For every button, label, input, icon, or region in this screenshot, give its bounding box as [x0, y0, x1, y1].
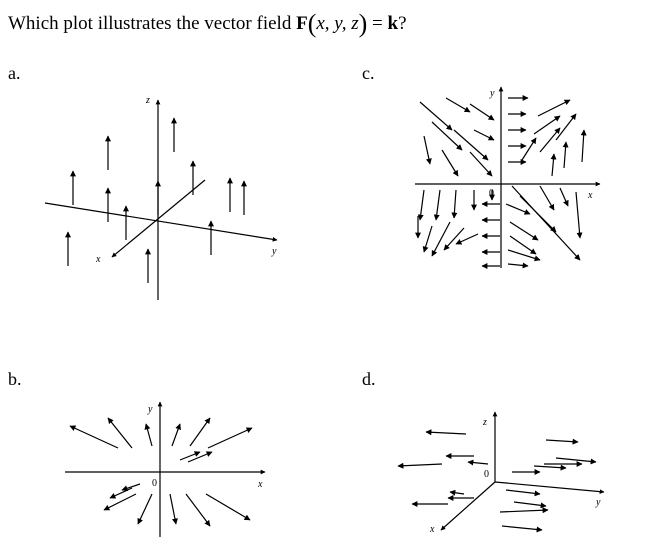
plot-a-z-label: z	[145, 95, 150, 106]
plot-b-arrow	[187, 451, 213, 463]
plot-c-arrow	[443, 227, 465, 251]
plot-a-x-label: x	[95, 254, 101, 265]
plot-c-arrow	[511, 185, 581, 261]
field-args: x, y, z	[316, 13, 359, 34]
plot-b-arrow	[137, 493, 153, 525]
plot-a-arrows	[65, 117, 247, 283]
plot-a[interactable]	[44, 99, 278, 300]
plot-b-origin-label: 0	[152, 478, 157, 489]
plot-b-arrow	[169, 493, 178, 525]
plot-b-arrow	[107, 417, 133, 449]
option-b-label[interactable]: b.	[8, 369, 22, 389]
plot-c-arrow	[539, 185, 555, 211]
plot-b-arrow	[207, 427, 253, 449]
plot-c-arrow	[509, 221, 539, 241]
plot-c-arrow	[539, 127, 561, 153]
plot-b[interactable]	[65, 401, 266, 537]
plot-b-arrow	[109, 487, 133, 499]
plot-c-arrow	[580, 129, 587, 163]
plot-b-arrow	[205, 493, 251, 521]
plot-d-y-axis	[494, 481, 605, 494]
plot-c-arrows	[415, 95, 587, 269]
plot-c-arrow	[469, 151, 493, 177]
plot-c-arrow	[469, 103, 495, 121]
plot-d-arrows	[397, 429, 597, 533]
equals-sign: =	[367, 13, 388, 34]
plot-d-arrow	[425, 429, 467, 436]
plot-c-arrow	[533, 115, 561, 135]
plot-d-x-label: x	[429, 524, 435, 535]
plot-d-arrow	[501, 525, 543, 533]
plot-c[interactable]	[415, 86, 601, 269]
plot-c-y-label: y	[489, 88, 495, 99]
plot-d-arrow	[397, 462, 443, 469]
plot-a-y-axis	[44, 202, 278, 242]
plot-c-arrow	[507, 262, 529, 269]
plot-d-z-label: z	[482, 417, 487, 428]
plot-c-arrow	[509, 235, 537, 255]
plot-c-arrow	[521, 137, 537, 161]
plot-c-arrow	[455, 233, 479, 245]
plot-c-arrow	[507, 249, 541, 262]
plot-b-x-label: x	[257, 479, 263, 490]
open-paren: (	[307, 9, 317, 38]
plot-c-arrow	[505, 203, 531, 215]
plot-b-arrow	[144, 423, 153, 447]
plot-d-x-axis	[440, 481, 496, 531]
plot-b-arrow	[179, 451, 201, 461]
plot-d-arrow	[513, 501, 547, 509]
plot-c-arrow	[419, 101, 453, 131]
plot-c-arrow	[431, 121, 463, 151]
plot-c-arrow	[433, 189, 441, 221]
plot-c-arrow	[441, 149, 459, 177]
plot-c-arrow	[473, 129, 495, 141]
option-d-label[interactable]: d.	[362, 369, 376, 389]
question-prefix: Which plot illustrates the vector field	[8, 13, 297, 34]
plot-d-arrow	[555, 457, 597, 465]
plot-c-arrow	[555, 113, 577, 141]
plot-d-arrow	[505, 489, 541, 497]
plot-c-x-label: x	[587, 190, 593, 201]
plot-c-arrow	[423, 135, 432, 165]
plot-d-arrow	[449, 489, 465, 496]
field-symbol: F	[296, 13, 308, 34]
plot-d-arrow	[533, 464, 567, 471]
plot-c-arrow	[559, 187, 569, 207]
plot-b-arrow	[121, 483, 141, 492]
plot-d-arrow	[467, 459, 489, 466]
plot-c-arrow	[550, 153, 557, 177]
plot-b-arrows	[69, 417, 253, 527]
plot-c-arrow	[422, 225, 433, 253]
plot-c-arrow	[451, 189, 458, 219]
plot-b-arrow	[189, 417, 211, 447]
plot-b-arrow	[185, 493, 211, 527]
plot-b-arrow	[69, 425, 119, 449]
plot-c-arrow	[453, 129, 489, 161]
option-c-label[interactable]: c.	[362, 63, 375, 83]
close-paren: )	[358, 9, 368, 38]
plot-b-y-label: y	[147, 404, 153, 415]
plot-c-origin-label: 0	[489, 188, 494, 199]
plot-b-arrow	[171, 423, 181, 447]
plot-a-y-label: y	[271, 246, 277, 257]
question-mark: ?	[398, 13, 407, 34]
plot-c-arrow	[445, 97, 471, 113]
plot-c-arrow	[537, 99, 571, 117]
plot-a-x-axis	[111, 179, 206, 258]
plot-d-arrow	[499, 507, 549, 514]
plot-d-arrow	[545, 438, 579, 445]
plot-d-y-label: y	[595, 497, 601, 508]
plot-d-origin-label: 0	[484, 469, 489, 480]
plot-c-arrow	[417, 189, 425, 221]
plot-c-arrow	[575, 191, 583, 239]
plot-d[interactable]	[397, 411, 605, 533]
question-text: Which plot illustrates the vector field …	[8, 9, 407, 39]
plot-c-arrow	[562, 141, 569, 169]
plot-c-arrow	[431, 221, 451, 257]
unit-vector-k: k	[387, 13, 399, 34]
option-a-label[interactable]: a.	[8, 63, 21, 83]
plot-b-arrow	[103, 493, 137, 511]
